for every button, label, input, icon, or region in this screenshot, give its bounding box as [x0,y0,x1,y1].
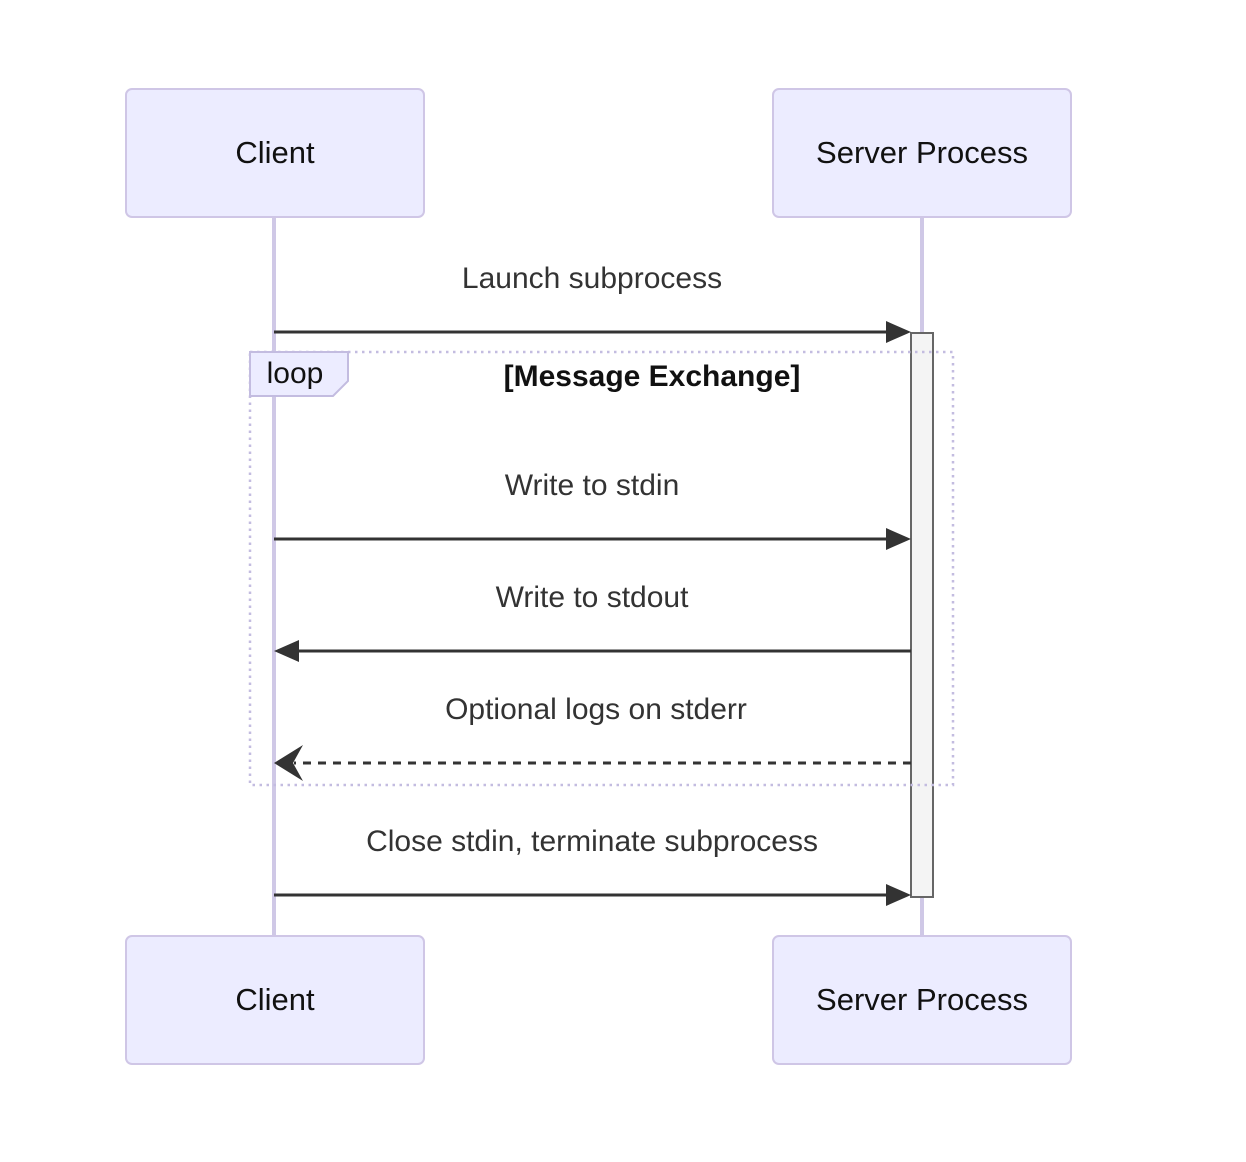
actor-top-server: Server Process [772,88,1072,218]
activation-bar-server [910,332,934,898]
message-label-logs-stderr: Optional logs on stderr [445,693,747,726]
arrowhead-logs-stderr [274,745,303,781]
arrowhead-write-stdin [886,528,911,550]
arrowhead-close-stdin [886,884,911,906]
actor-top-server-label: Server Process [816,135,1028,170]
actor-bottom-server: Server Process [772,935,1072,1065]
actor-bottom-client-label: Client [235,982,315,1017]
actor-bottom-server-label: Server Process [816,982,1028,1017]
actor-bottom-client: Client [125,935,425,1065]
loop-frame [248,350,955,787]
arrowhead-write-stdout [274,640,299,662]
loop-label: loop [266,357,324,390]
message-label-close-stdin: Close stdin, terminate subprocess [366,825,818,858]
message-label-write-stdout: Write to stdout [495,581,689,614]
actor-top-client-label: Client [235,135,315,170]
message-label-launch-subprocess: Launch subprocess [461,262,723,295]
loop-label-shape [249,351,349,397]
actor-top-client: Client [125,88,425,218]
arrowhead-launch-subprocess [886,321,911,343]
message-label-write-stdin: Write to stdin [504,469,680,502]
loop-title: [Message Exchange] [503,360,801,393]
